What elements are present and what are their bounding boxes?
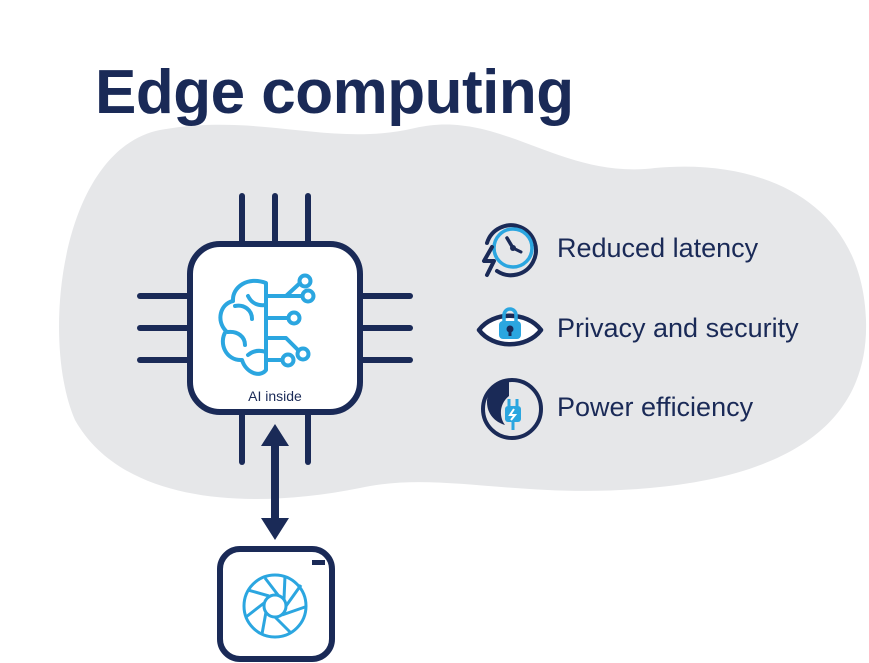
benefit-label: Privacy and security <box>557 312 799 343</box>
camera-flash <box>312 560 325 565</box>
camera-body <box>217 546 335 662</box>
chip-body <box>187 241 363 415</box>
eye-lock-icon <box>476 307 544 347</box>
benefit-label: Power efficiency <box>557 391 754 422</box>
benefit-label: Reduced latency <box>557 232 759 263</box>
leaf-plug-icon <box>481 378 543 440</box>
camera-shutter-icon <box>242 573 308 639</box>
benefit-power-efficiency: Power efficiency <box>475 372 753 442</box>
bidirectional-arrow <box>261 424 289 540</box>
benefit-reduced-latency: Reduced latency <box>475 213 758 283</box>
ai-brain-icon <box>218 273 316 376</box>
clock-lightning-icon <box>482 223 538 278</box>
benefit-privacy-security: Privacy and security <box>475 293 799 363</box>
page-title: Edge computing <box>95 58 574 127</box>
chip-label: AI inside <box>248 388 302 404</box>
